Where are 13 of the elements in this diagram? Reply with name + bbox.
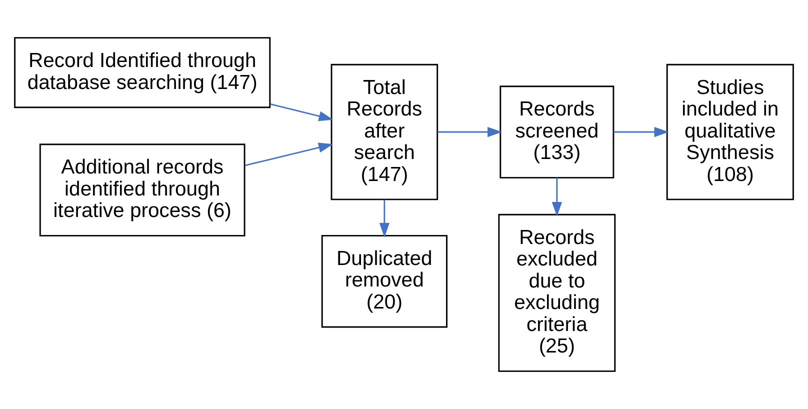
arrow (438, 126, 502, 138)
node-box: Additional records identified through iterative process (6) (39, 144, 246, 236)
arrow (270, 103, 334, 122)
arrow (379, 200, 390, 238)
node-box: Records excluded due to excluding criteria (25) (498, 214, 616, 372)
node-box: Record Identified through database searching (147) (14, 37, 271, 108)
node-box: Duplicated removed (20) (321, 234, 448, 328)
arrow (552, 178, 562, 217)
node-box: Studies included in qualitative Synthesis (108) (666, 64, 794, 200)
node-box: Records screened (133) (500, 86, 614, 178)
node-box: Total Records after search (147) (330, 64, 438, 200)
arrow (245, 142, 334, 166)
arrow (614, 126, 669, 138)
